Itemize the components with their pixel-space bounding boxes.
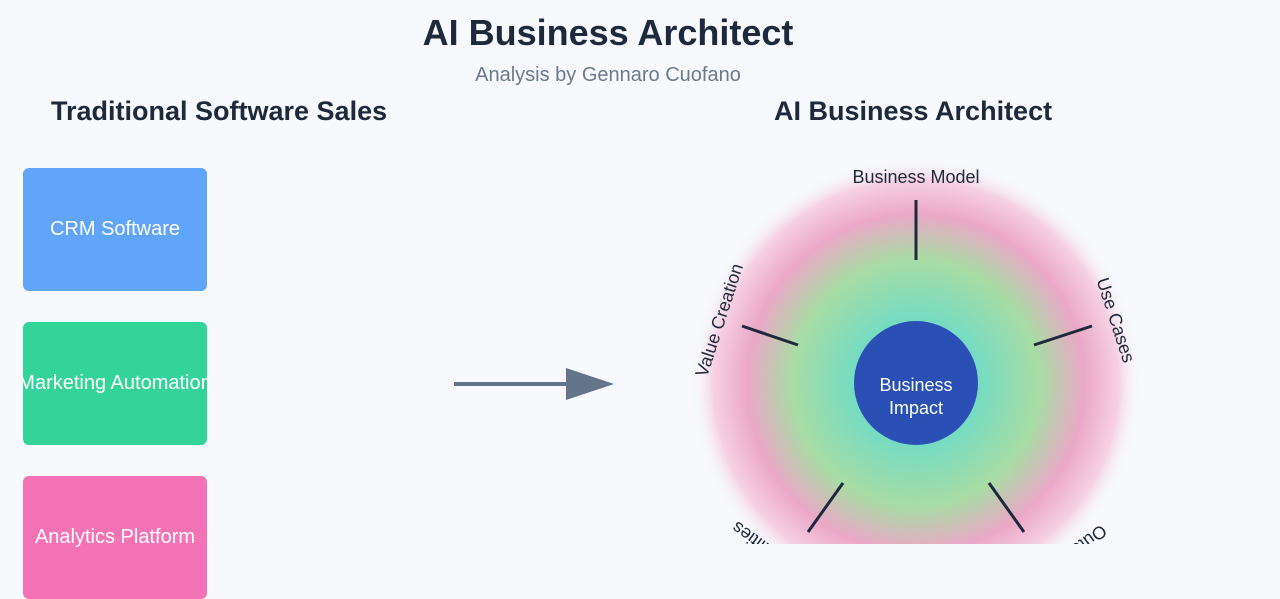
ai-architect-diagram: Business Impact Business Model Use Cases… (691, 158, 1141, 544)
spoke-use-cases (1033, 324, 1093, 347)
marketing-automation-label: Marketing Automation (23, 372, 207, 394)
analytics-platform-label: Analytics Platform (34, 526, 196, 548)
center-label-line2: Impact (889, 398, 943, 418)
right-arrow-icon (454, 368, 614, 400)
spoke-outcomes (987, 482, 1026, 533)
label-business-model: Business Model (852, 167, 979, 187)
page-subtitle: Analysis by Gennaro Cuofano (475, 64, 741, 86)
business-impact-circle (854, 321, 978, 445)
spoke-value-creation (741, 324, 799, 347)
center-label-line1: Business (879, 375, 952, 395)
spoke-capabilities (806, 482, 845, 533)
marketing-automation-box: Marketing Automation (23, 322, 207, 445)
traditional-section-title: Traditional Software Sales (51, 96, 388, 126)
page-title: AI Business Architect (422, 12, 794, 53)
crm-software-label: CRM Software (49, 218, 181, 240)
ai-section-title: AI Business Architect (774, 96, 1053, 126)
crm-software-box: CRM Software (23, 168, 207, 291)
